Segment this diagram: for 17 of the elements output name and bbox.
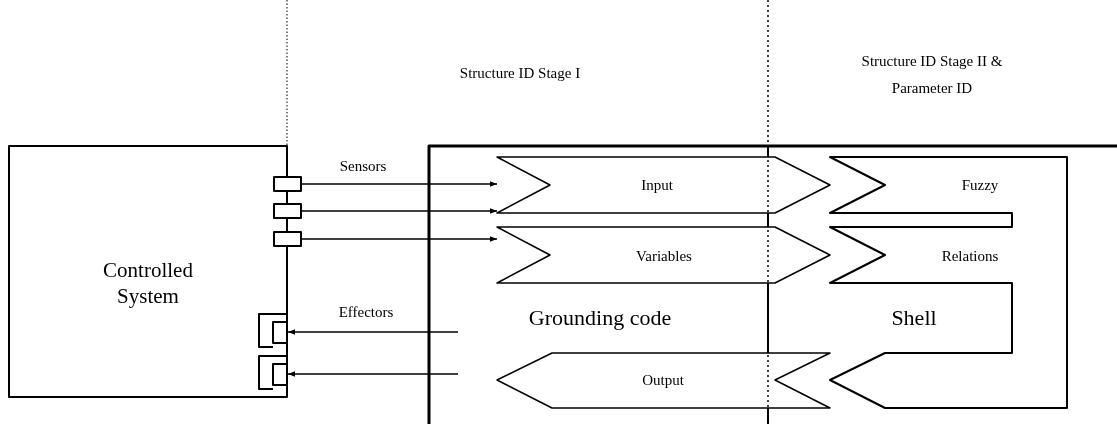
node-label: Relations <box>941 246 999 266</box>
node-label: Controlled System <box>102 256 194 310</box>
arrow <box>301 181 498 187</box>
node-label: Output <box>642 370 684 390</box>
arrow <box>287 329 459 335</box>
group-label: Sensors <box>339 156 387 176</box>
node-label: Shell <box>891 304 937 332</box>
arrow <box>301 236 498 242</box>
stage-label: Structure ID Stage I <box>458 63 582 83</box>
node-label: Input <box>641 175 673 195</box>
arrow <box>287 371 459 377</box>
group-label: Effectors <box>338 302 394 322</box>
node-label: Fuzzy <box>961 175 999 195</box>
node-label: Variables <box>636 246 692 266</box>
stage-label: Structure ID Stage II & Parameter ID <box>860 52 1004 98</box>
node-label: Grounding code <box>528 304 672 332</box>
arrow <box>301 208 498 214</box>
